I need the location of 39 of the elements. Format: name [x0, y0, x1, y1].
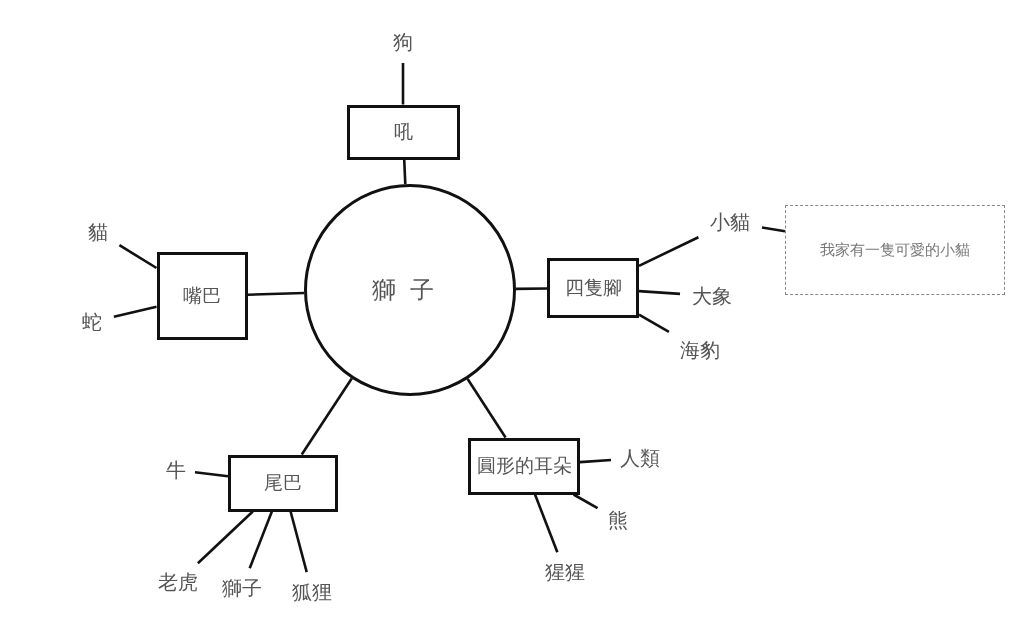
- connector-line: [194, 471, 229, 478]
- leaf-text: 熊: [601, 500, 635, 540]
- leaf-text: 大象: [684, 280, 740, 312]
- connector-line: [197, 510, 254, 565]
- topic-box: 圓形的耳朵: [468, 437, 580, 495]
- connector-line: [515, 287, 547, 291]
- center-circle: 獅子: [304, 184, 516, 396]
- connector-line: [289, 511, 308, 573]
- connector-line: [118, 244, 158, 270]
- connector-line: [761, 226, 786, 233]
- topic-box: 嘴巴: [156, 252, 248, 340]
- connector-line: [402, 159, 407, 185]
- connector-line: [638, 313, 670, 334]
- leaf-text: 貓: [80, 215, 116, 249]
- connector-line: [113, 305, 157, 319]
- leaf-text: 海豹: [672, 334, 728, 366]
- leaf-text: 狐狸: [288, 576, 336, 608]
- connector-line: [300, 377, 353, 456]
- connector-line: [638, 236, 699, 267]
- connector-line: [401, 63, 405, 105]
- connector-line: [572, 493, 599, 510]
- leaf-text: 牛: [161, 455, 191, 485]
- connector-line: [247, 291, 305, 296]
- topic-box: 尾巴: [228, 454, 338, 512]
- topic-box: 吼: [346, 104, 460, 160]
- connector-line: [466, 378, 507, 439]
- leaf-text: 狗: [383, 25, 423, 59]
- leaf-text: 人類: [615, 442, 665, 474]
- leaf-text: 獅子: [218, 572, 266, 604]
- leaf-text: 小貓: [702, 206, 758, 238]
- connector-line: [638, 289, 681, 296]
- topic-box: 四隻腳: [547, 258, 639, 318]
- note-box: 我家有一隻可愛的小貓: [785, 205, 1005, 295]
- leaf-text: 老虎: [154, 566, 202, 598]
- connector-line: [579, 458, 612, 464]
- leaf-text: 蛇: [74, 305, 110, 339]
- leaf-text: 猩猩: [540, 556, 590, 588]
- connector-line: [248, 511, 274, 569]
- connector-line: [533, 494, 559, 553]
